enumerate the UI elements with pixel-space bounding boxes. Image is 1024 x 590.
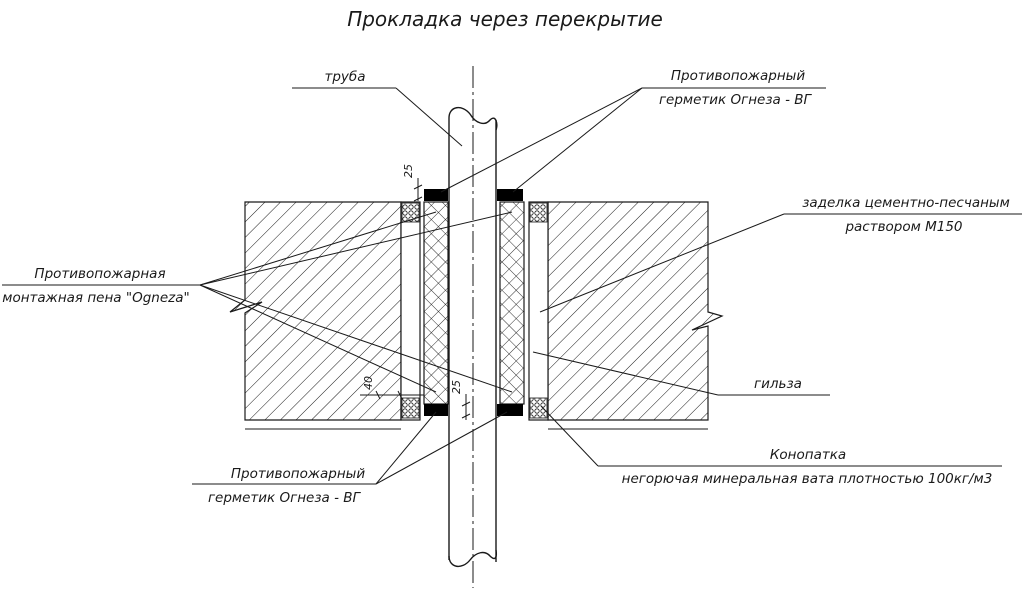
leader-caulk: Конопатка негорючая минеральная вата пло… [540,405,1002,487]
label-caulk-1: Конопатка [770,447,846,463]
leader-sealant-bottom: Противопожарный герметик Огнеза - ВГ [192,411,508,506]
label-sleeve: гильза [754,376,802,392]
leader-foam: Противопожарная монтажная пена "Ogneza" [2,211,513,393]
label-mortar-1: заделка цементно-песчаным [802,195,1010,211]
leader-sealant-top: Противопожарный герметик Огнеза - ВГ [440,68,826,193]
label-sealant-top-2: герметик Огнеза - ВГ [659,92,813,108]
label-caulk-2: негорючая минеральная вата плотностью 10… [622,471,993,487]
dimension-gap: 40 [360,376,424,400]
label-foam-2: монтажная пена "Ogneza" [2,290,189,306]
label-sealant-bottom-1: Противопожарный [231,466,365,482]
dimension-seal-bottom: 25 [450,380,471,420]
pipe [448,66,498,588]
sleeve [400,201,549,421]
dim-label-seal-top: 25 [402,164,415,178]
mineral-wool-caulk [401,202,548,419]
dim-label-seal-bottom: 25 [450,380,463,394]
leader-pipe: труба [292,69,463,147]
label-sealant-bottom-2: герметик Огнеза - ВГ [208,490,362,506]
label-pipe: труба [324,69,365,85]
label-mortar-2: раствором М150 [844,219,962,235]
leader-sleeve: гильза [532,351,830,396]
drawing-title: Прокладка через перекрытие [347,7,663,31]
dim-label-gap: 40 [362,376,375,390]
label-sealant-top-1: Противопожарный [671,68,805,84]
fire-foam [423,201,525,405]
label-foam-1: Противопожарная [34,266,165,282]
leader-mortar: заделка цементно-песчаным раствором М150 [539,195,1022,313]
dimension-seal-top: 25 [402,164,423,202]
